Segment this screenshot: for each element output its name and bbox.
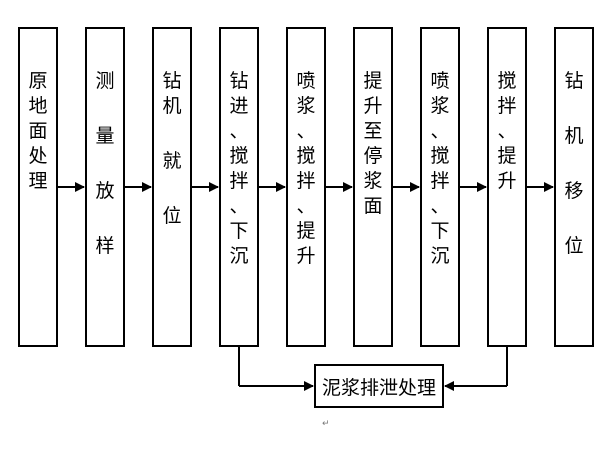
step-char: 搅	[430, 145, 450, 167]
step-char: 钻	[162, 70, 182, 92]
step-drill-mix-sink: 钻进、搅拌、下沉	[219, 27, 259, 347]
step-char: 原	[28, 70, 48, 92]
paragraph-mark: ↵	[322, 419, 330, 429]
step-char: 下	[229, 220, 249, 242]
step-char: 机	[564, 125, 584, 147]
step-char: 钻	[564, 70, 584, 92]
step-char: 面	[363, 195, 383, 217]
step-char: 放	[95, 180, 115, 202]
step-lift-to-stop-level: 提升至停浆面	[353, 27, 393, 347]
step-char: 理	[28, 170, 48, 192]
step-char: 浆	[363, 170, 383, 192]
step-char: 下	[430, 220, 450, 242]
step-rig-relocation: 钻机移位	[554, 27, 594, 347]
step-spray-mix-sink: 喷浆、搅拌、下沉	[420, 27, 460, 347]
step-char: 面	[28, 120, 48, 142]
step-char: 至	[363, 120, 383, 142]
step-char: 位	[162, 205, 182, 227]
step-char: 拌	[497, 95, 517, 117]
step-char: 就	[162, 150, 182, 172]
step-char: 升	[296, 245, 316, 267]
step-char: 喷	[296, 70, 316, 92]
step-char: 测	[95, 70, 115, 92]
step-char: 钻	[229, 70, 249, 92]
step-char: 提	[363, 70, 383, 92]
step-char: 移	[564, 180, 584, 202]
step-char: 处	[28, 145, 48, 167]
step-char: 拌	[296, 170, 316, 192]
step-char: 、	[229, 120, 249, 142]
step-char: 搅	[497, 70, 517, 92]
step-char: 沉	[229, 245, 249, 267]
step-char: 搅	[296, 145, 316, 167]
step-char: 提	[497, 145, 517, 167]
step-char: 搅	[229, 145, 249, 167]
step-char: 进	[229, 95, 249, 117]
step-char: 浆	[296, 95, 316, 117]
step-spray-mix-lift: 喷浆、搅拌、提升	[286, 27, 326, 347]
step-char: 、	[430, 195, 450, 217]
step-char: 升	[497, 170, 517, 192]
step-char: 拌	[229, 170, 249, 192]
step-char: 位	[564, 235, 584, 257]
step-char: 沉	[430, 245, 450, 267]
step-char: 提	[296, 220, 316, 242]
step-char: 升	[363, 95, 383, 117]
step-char: 样	[95, 235, 115, 257]
step-char: 地	[28, 95, 48, 117]
step-char: 、	[497, 120, 517, 142]
step-rig-positioning: 钻机就位	[152, 27, 192, 347]
step-survey-layout: 测量放样	[85, 27, 125, 347]
step-char: 、	[430, 120, 450, 142]
step-char: 浆	[430, 95, 450, 117]
step-char: 拌	[430, 170, 450, 192]
step-mix-lift: 搅拌、提升	[487, 27, 527, 347]
mud-drainage-box: 泥浆排泄处理	[314, 364, 444, 408]
step-char: 、	[296, 120, 316, 142]
step-char: 、	[229, 195, 249, 217]
step-char: 喷	[430, 70, 450, 92]
step-char: 量	[95, 125, 115, 147]
step-ground-treatment: 原 地 面 处 理	[18, 27, 58, 347]
step-char: 停	[363, 145, 383, 167]
step-char: 机	[162, 95, 182, 117]
step-char: 、	[296, 195, 316, 217]
